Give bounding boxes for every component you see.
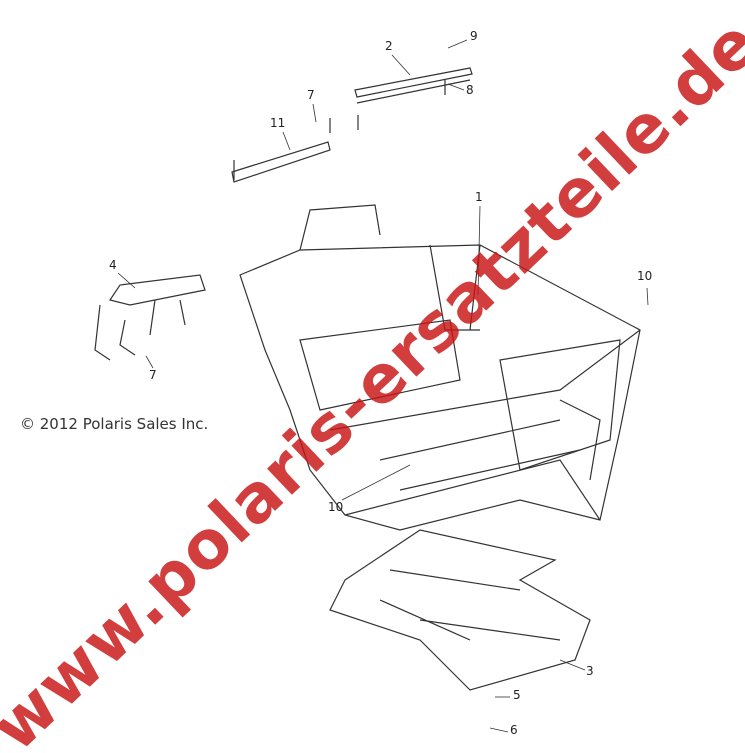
copyright-text: © 2012 Polaris Sales Inc. — [20, 415, 209, 433]
part-2-bar — [329, 67, 473, 133]
callout-8: 8 — [466, 83, 474, 97]
callout-10-bottom: 10 — [328, 500, 344, 514]
callout-7-top: 7 — [307, 88, 315, 102]
callout-11: 11 — [270, 116, 286, 130]
callout-7-left: 7 — [149, 368, 157, 382]
callout-3: 3 — [586, 664, 594, 678]
callout-5: 5 — [513, 688, 521, 702]
leader-lines — [117, 39, 649, 733]
callout-6: 6 — [510, 723, 518, 737]
callout-10-right: 10 — [637, 269, 653, 283]
callout-9: 9 — [470, 29, 478, 43]
callout-2: 2 — [385, 39, 393, 53]
part-4-bracket — [94, 274, 206, 361]
callout-1: 1 — [475, 190, 483, 204]
main-frame — [239, 204, 641, 531]
callout-4: 4 — [109, 258, 117, 272]
part-11-plate — [231, 141, 331, 183]
part-3-skid-plate — [329, 529, 591, 691]
